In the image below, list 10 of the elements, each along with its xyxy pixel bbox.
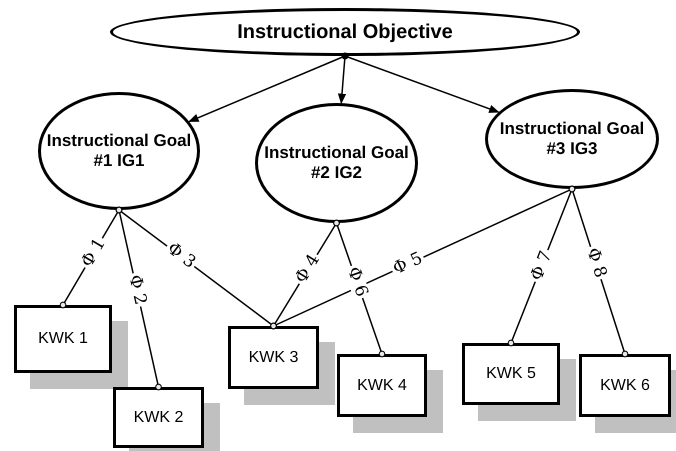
node-label: KWK 1 (38, 329, 88, 349)
node-label: KWK 6 (600, 376, 650, 396)
node-title: Instructional Goal #3 IG3 (498, 118, 646, 160)
node-title: Instructional Goal #1 IG1 (46, 130, 192, 172)
node-label: KWK 2 (134, 408, 184, 428)
node-label: KWK 3 (248, 348, 298, 368)
node-label: KWK 5 (486, 364, 536, 384)
node-title: Instructional Objective (237, 20, 453, 44)
node-label: KWK 4 (357, 376, 407, 396)
node-title: Instructional Goal #2 IG2 (263, 142, 410, 184)
